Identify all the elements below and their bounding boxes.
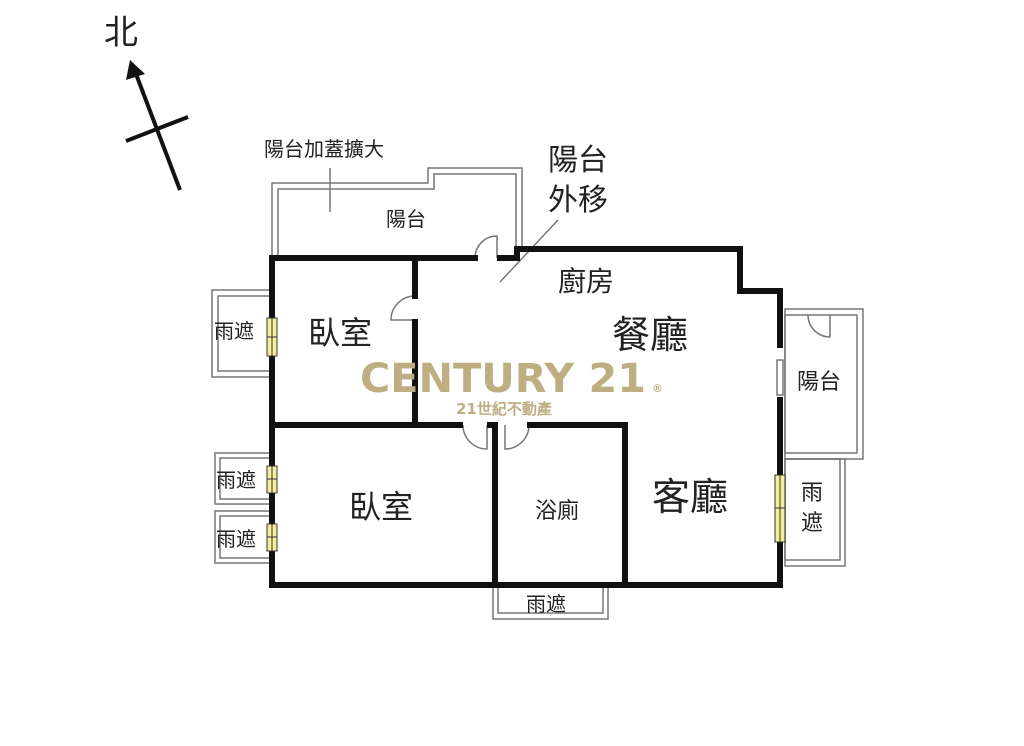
watermark-registered: ®	[652, 382, 663, 395]
label-balcony-extension: 陽台加蓋擴大	[264, 137, 384, 161]
north-label: 北	[104, 13, 138, 53]
century21-watermark: CENTURY 21 ® 21世紀不動產	[360, 356, 663, 418]
label-rain-cover-left-3: 雨遮	[216, 527, 256, 551]
watermark-subtitle: 21世紀不動產	[456, 400, 552, 418]
windows	[266, 317, 786, 552]
label-bathroom: 浴廁	[535, 499, 579, 524]
label-living-room: 客廳	[652, 475, 728, 519]
watermark-brand: CENTURY 21	[360, 356, 646, 402]
label-balcony-moved-1: 陽台	[548, 143, 608, 178]
label-rain-cover-left-1: 雨遮	[214, 319, 254, 343]
label-balcony-right: 陽台	[797, 370, 841, 395]
north-arrow-icon	[125, 60, 189, 191]
label-kitchen: 廚房	[558, 265, 614, 298]
label-bedroom-1: 臥室	[308, 314, 372, 352]
label-bedroom-2: 臥室	[349, 488, 413, 526]
label-balcony-moved-2: 外移	[548, 183, 608, 218]
label-dining-room: 餐廳	[612, 313, 688, 357]
label-rain-cover-left-2: 雨遮	[216, 468, 256, 492]
label-rain-cover-right-2: 遮	[801, 511, 823, 536]
label-balcony-top: 陽台	[386, 207, 426, 231]
label-rain-cover-right-1: 雨	[801, 481, 823, 506]
label-rain-cover-bottom: 雨遮	[526, 592, 566, 616]
